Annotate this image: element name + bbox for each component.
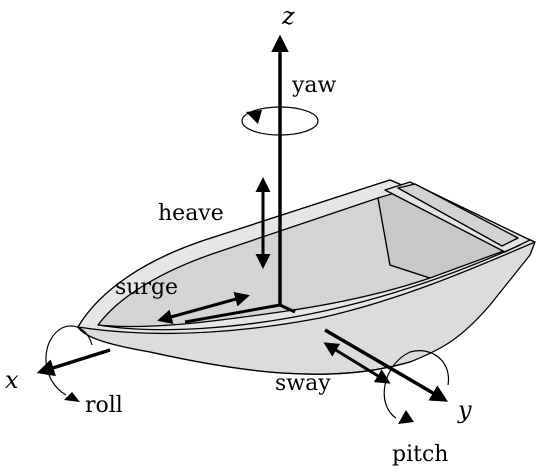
roll-arrowhead — [64, 392, 80, 402]
sway-arrow — [323, 342, 391, 384]
heave-label: heave — [158, 201, 224, 226]
yaw-rotation-arc — [241, 106, 319, 136]
pitch-rotation-arc — [383, 350, 450, 419]
x-axis-label: x — [5, 366, 19, 394]
x-axis — [36, 348, 111, 377]
pitch-arrowhead — [398, 410, 414, 424]
sway-label: sway — [275, 371, 331, 396]
yaw-label: yaw — [291, 73, 337, 98]
pitch-label: pitch — [392, 442, 448, 467]
y-axis-label: y — [457, 396, 472, 424]
surge-arrow — [157, 291, 250, 325]
roll-rotation-arc — [45, 325, 93, 396]
z-axis-label: z — [281, 2, 295, 30]
roll-label: roll — [85, 393, 123, 418]
origin-lateral — [279, 303, 296, 314]
yaw-arrowhead — [246, 110, 262, 124]
surge-label: surge — [115, 275, 178, 300]
